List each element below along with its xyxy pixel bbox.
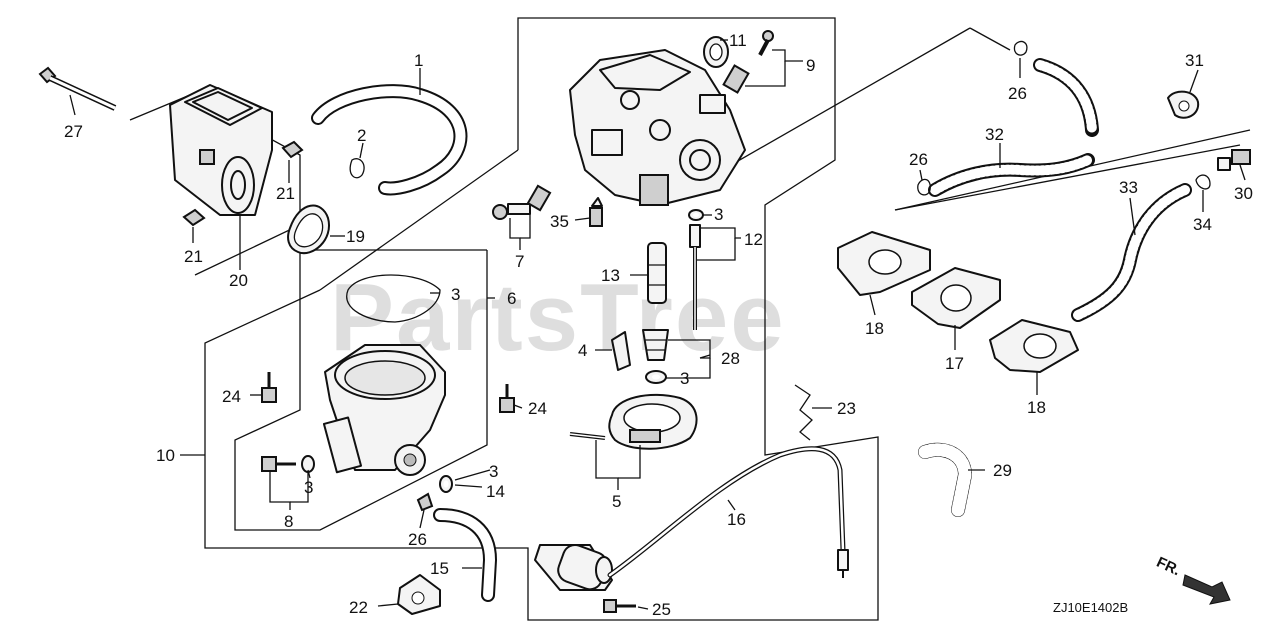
seal-ring-11	[703, 36, 729, 68]
washer-3-b	[645, 370, 667, 384]
clip-26-bottom	[416, 492, 434, 512]
clip-26-top	[1013, 40, 1028, 56]
callout-28: 28	[721, 349, 740, 368]
callout-27: 27	[64, 122, 83, 141]
callout-18: 18	[1027, 398, 1046, 417]
fuel-solenoid-16	[534, 446, 849, 591]
callout-10: 10	[156, 446, 175, 465]
callout-17: 17	[945, 354, 964, 373]
carburetor-body	[569, 49, 746, 206]
float-5	[569, 393, 698, 450]
callout-2: 2	[357, 126, 366, 145]
callout-9: 9	[806, 56, 815, 75]
clip-23	[794, 384, 813, 441]
callout-26: 26	[408, 530, 427, 549]
screw-25	[603, 599, 636, 613]
callout-18: 18	[865, 319, 884, 338]
callout-3: 3	[451, 285, 460, 304]
hose-33	[1071, 183, 1192, 322]
callout-4: 4	[578, 341, 587, 360]
chamber-gasket-6	[346, 274, 441, 323]
callout-1: 1	[414, 51, 423, 70]
callout-labels: 1 2 3 3 3 3 3 4 5 6 7 8 9 10 11 12 13 14…	[64, 31, 1253, 619]
hose-1	[311, 84, 468, 196]
callout-3: 3	[714, 205, 723, 224]
callout-12: 12	[744, 230, 763, 249]
washer-3-c	[301, 455, 315, 473]
hose-32	[928, 153, 1095, 197]
insulator-17	[911, 267, 1001, 329]
callout-32: 32	[985, 125, 1004, 144]
washer-3-a	[688, 209, 704, 221]
emulsion-tube-12	[689, 224, 701, 330]
gasket-18-left	[837, 231, 931, 296]
callout-22: 22	[349, 598, 368, 617]
intake-elbow-20	[169, 84, 273, 216]
callout-24: 24	[528, 399, 547, 418]
screw-24-right	[499, 384, 515, 413]
hose-top-right	[1033, 58, 1099, 137]
callout-19: 19	[346, 227, 365, 246]
clip-34	[1195, 174, 1211, 190]
gasket-18-right	[989, 319, 1079, 373]
drain-hose-15	[433, 508, 497, 602]
callout-5: 5	[612, 492, 621, 511]
clamp-22	[397, 574, 441, 615]
front-arrow-icon: FR.	[1154, 554, 1231, 605]
callout-15: 15	[430, 559, 449, 578]
group-outlines	[129, 17, 1251, 621]
bolt-27	[38, 66, 117, 111]
clip-21-bottom	[182, 208, 206, 227]
callout-21: 21	[276, 184, 295, 203]
clip-26-mid	[917, 178, 931, 196]
callout-8: 8	[284, 512, 293, 531]
screw-24-left	[261, 372, 277, 403]
callout-26: 26	[909, 150, 928, 169]
callout-21: 21	[184, 247, 203, 266]
callout-35: 35	[550, 212, 569, 231]
float-valve-4	[611, 331, 631, 371]
breather-hose-29	[918, 442, 972, 517]
callout-30: 30	[1234, 184, 1253, 203]
callout-24: 24	[222, 387, 241, 406]
drain-screw-8	[261, 456, 296, 472]
callout-3: 3	[489, 462, 498, 481]
callout-20: 20	[229, 271, 248, 290]
callout-16: 16	[727, 510, 746, 529]
callout-3: 3	[304, 478, 313, 497]
callout-13: 13	[601, 266, 620, 285]
gasket-19	[287, 204, 331, 255]
callout-6: 6	[507, 289, 516, 308]
fitting-30	[1217, 149, 1251, 171]
callout-29: 29	[993, 461, 1012, 480]
pilot-screw-7	[492, 184, 552, 220]
plug-28	[642, 329, 669, 361]
callout-31: 31	[1185, 51, 1204, 70]
callout-11: 11	[729, 31, 747, 50]
leader-lines	[69, 39, 1246, 610]
callout-33: 33	[1119, 178, 1138, 197]
clamp-31	[1167, 90, 1200, 119]
clamp-2	[349, 158, 365, 179]
main-jet-13	[647, 242, 667, 304]
valve-35	[589, 197, 603, 227]
screw-9	[722, 30, 774, 94]
callout-23: 23	[837, 399, 856, 418]
float-chamber-10	[322, 344, 446, 476]
diagram-code: ZJ10E1402B	[1053, 600, 1128, 615]
washer-14	[439, 475, 453, 493]
clip-21-top	[281, 140, 304, 159]
callout-7: 7	[515, 252, 524, 271]
callout-26: 26	[1008, 84, 1027, 103]
callout-3: 3	[680, 369, 689, 388]
callout-25: 25	[652, 600, 671, 619]
callout-14: 14	[486, 482, 505, 501]
front-label: FR.	[1154, 554, 1183, 580]
callout-34: 34	[1193, 215, 1212, 234]
